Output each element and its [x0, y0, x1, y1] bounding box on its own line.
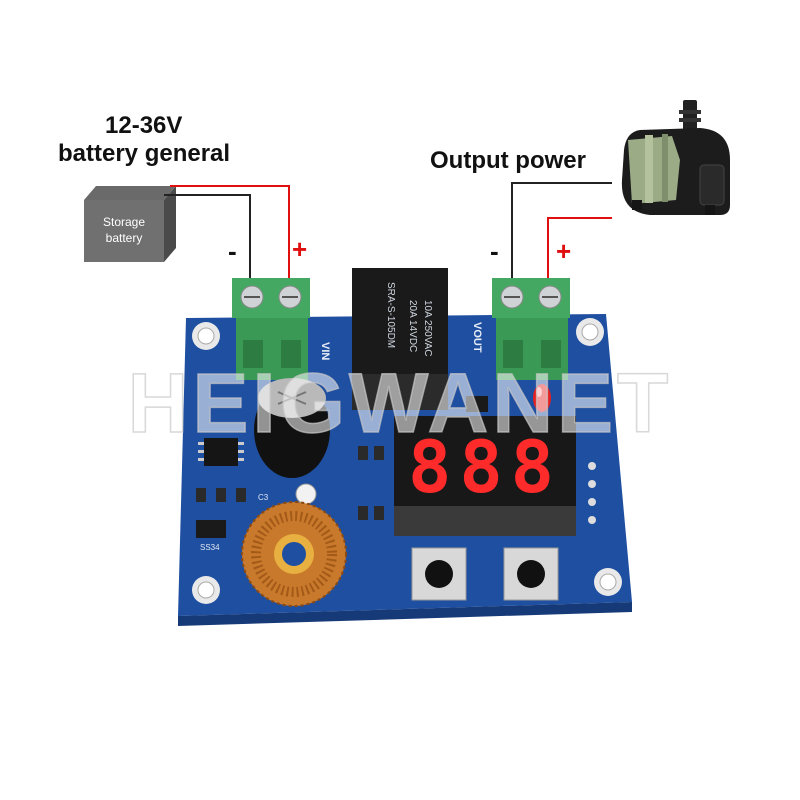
input-plus-sign: +	[292, 234, 308, 264]
input-terminal-block	[232, 278, 310, 380]
relay-rating-text-2: 10A 250VAC	[422, 300, 433, 357]
header-pins	[588, 462, 596, 524]
relay-rating-text-1: 20A 14VDC	[407, 300, 418, 352]
battery-label-line2: battery	[106, 231, 143, 245]
mounting-holes	[192, 318, 622, 604]
storage-battery: Storage battery	[84, 186, 176, 262]
watermark: HEIGWANET	[128, 356, 673, 450]
output-minus-sign: -	[490, 236, 499, 266]
input-negative-wire	[164, 194, 251, 292]
seven-segment-display: 888	[394, 416, 576, 536]
toroidal-inductor	[241, 501, 347, 607]
red-led	[533, 384, 551, 412]
output-positive-wire	[547, 217, 612, 292]
display-digits: 888	[408, 425, 562, 509]
chip-label: SS34	[200, 543, 220, 552]
water-pump	[621, 100, 730, 215]
push-button-right[interactable]	[503, 547, 559, 601]
smd-components	[196, 396, 488, 538]
input-voltage-label: 12-36V	[105, 112, 183, 139]
output-plus-sign: +	[556, 236, 572, 266]
push-button-left[interactable]	[411, 547, 467, 601]
input-minus-sign: -	[228, 236, 237, 266]
output-terminal-block	[492, 278, 570, 380]
battery-label-line1: Storage	[103, 215, 145, 229]
ic-chip	[198, 438, 244, 466]
electrolytic-capacitor	[254, 378, 330, 478]
vout-label: VOUT	[471, 322, 483, 353]
output-negative-wire	[511, 182, 612, 292]
inductor-label: C3	[258, 493, 269, 502]
input-positive-wire	[170, 185, 290, 292]
relay-model-text: SRA-S-105DM	[385, 282, 396, 348]
input-general-label: battery general	[58, 140, 231, 167]
vin-label: VIN	[319, 342, 331, 360]
relay: SRA-S-105DM 20A 14VDC 10A 250VAC	[352, 268, 448, 410]
output-power-label: Output power	[430, 147, 586, 174]
